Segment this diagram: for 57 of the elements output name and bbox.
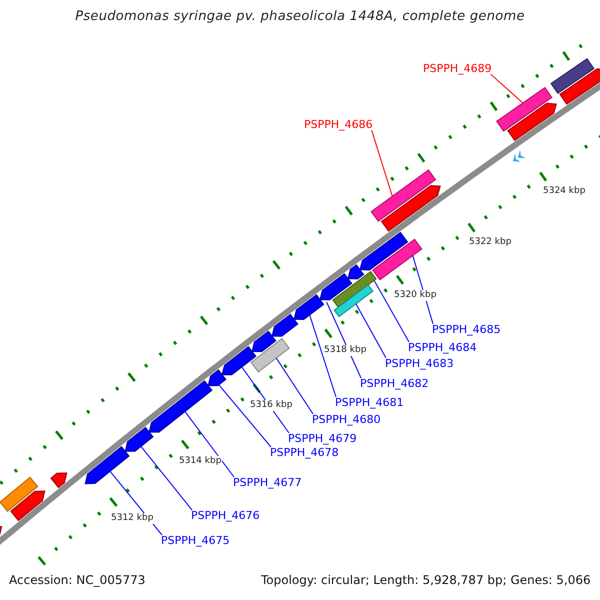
gene-bar [208,369,226,386]
gene-bar [84,446,130,484]
gene-bar [334,284,374,318]
scale-label: 5324 kbp [542,186,586,197]
gene-label: PSPPH_4676 [191,509,260,522]
gene-bar [148,380,213,433]
leader-line [371,130,393,197]
gene-bar [550,58,595,94]
gene-bar [347,264,364,280]
scale-label: 5318 kbp [323,345,368,356]
leader-line [490,74,524,104]
leader-line [184,410,234,478]
gene-bar [370,169,436,222]
gene-label: PSPPH_4677 [233,476,302,490]
gene-label: PSPPH_4686 [304,118,373,132]
gene-bar [559,68,600,105]
gene-bar [50,472,68,488]
gene-bar [10,490,46,522]
leader-line [374,280,410,342]
gene-bar [271,314,298,337]
gene-bar [251,330,276,352]
gene-label: PSPPH_4689 [423,62,492,76]
accession-text: Accession: NC_005773 [9,573,146,588]
gene-label: PSPPH_4675 [161,534,230,548]
gene-bar [372,238,422,280]
leader-line [218,384,272,448]
scale-label: 5314 kbp [178,456,222,467]
leader-line [140,446,192,510]
gene-bar [332,270,377,308]
scale-label: 5312 kbp [110,513,154,524]
scale-label: 5322 kbp [468,237,512,248]
leader-line [412,255,434,324]
gene-label: PSPPH_4678 [270,446,339,460]
gene-bar [380,185,441,232]
genome-stats-text: Topology: circular; Length: 5,928,787 bp; Genes: 5,066 [261,573,591,588]
leader-line [355,303,386,358]
gene-bar [507,102,557,142]
gene-label: PSPPH_4683 [385,357,454,370]
gene-label: PSPPH_4685 [432,323,501,336]
scale-label: 5316 kbp [249,400,294,411]
gene-label: PSPPH_4679 [288,432,357,446]
leader-line [309,314,336,398]
gene-label: PSPPH_4684 [408,341,477,354]
gene-bar [293,294,324,320]
leader-line [276,358,314,414]
gene-bar [0,476,38,512]
gene-label: PSPPH_4681 [335,396,404,410]
gene-bar [221,346,256,376]
gene-bar [250,338,290,373]
gene-bar [496,86,552,132]
gene-bar [124,426,154,452]
gene-label: PSPPH_4682 [360,377,429,390]
gene-bar [359,232,408,270]
gene-label: PSPPH_4680 [312,413,381,426]
gene-bar [319,273,352,300]
scale-label: 5320 kbp [393,290,438,301]
chart-title: Pseudomonas syringae pv. phaseolicola 1448A, complete genome [74,9,526,25]
